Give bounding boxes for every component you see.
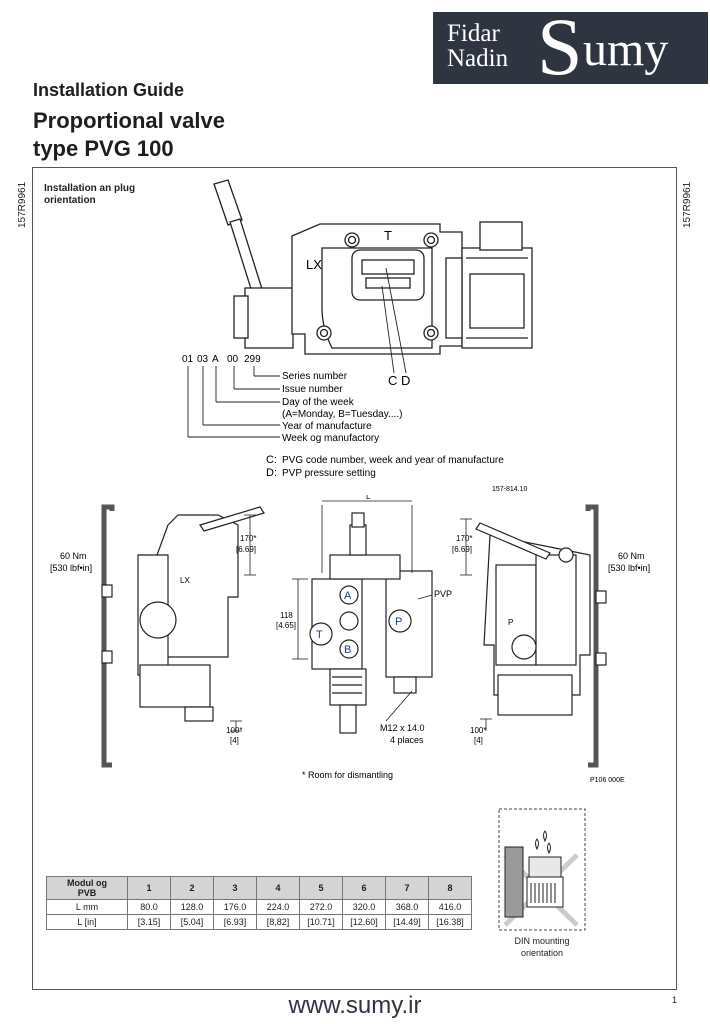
logo-rest: umy — [583, 23, 669, 76]
module-length-table: Modul og PVB 1 2 3 4 5 6 7 8 L mm 80.0 1… — [46, 876, 472, 930]
din-orientation-label: DIN mounting orientation — [514, 936, 570, 958]
legend-series-number: Series number — [282, 371, 348, 382]
content-frame — [32, 167, 677, 990]
page-number: 1 — [672, 995, 678, 1005]
port-p-label: P — [395, 616, 402, 628]
bolt-count-label: 4 places — [390, 735, 424, 745]
table-header-cell: 4 — [256, 876, 300, 900]
cd-d-key: D: — [266, 467, 277, 479]
left-torque-imperial: [530 lbf•in] — [50, 563, 92, 573]
page-title-line2: type PVG 100 — [33, 136, 174, 161]
left-dim-170-in: [6.69] — [236, 545, 256, 554]
left-torque-value: 60 Nm — [60, 551, 87, 561]
table-row: L [in] [3.15] [5.04] [6.93] [8,82] [10.7… — [46, 914, 472, 930]
table-header-cell: 5 — [299, 876, 343, 900]
table-cell: L [in] — [46, 914, 128, 930]
right-dim-170: 170* — [456, 534, 472, 543]
table-cell: L mm — [46, 899, 128, 915]
dim-l-label: L — [366, 495, 371, 501]
right-torque-imperial: [530 lbf•in] — [608, 563, 650, 573]
table-cell: 128.0 — [170, 899, 214, 915]
table-cell: 416.0 — [428, 899, 472, 915]
logo-big-letter: S — [537, 1, 583, 92]
logo-line2: Nadin — [447, 45, 509, 72]
table-cell: 368.0 — [385, 899, 429, 915]
table-cell: [8,82] — [256, 914, 300, 930]
table-cell: [16.38] — [428, 914, 472, 930]
footer-website-link[interactable]: www.sumy.ir — [288, 992, 422, 1019]
page-title-line1: Proportional valve — [33, 108, 225, 133]
right-dim-170-in: [6.69] — [452, 545, 472, 554]
logo-line1: Fidar — [447, 20, 500, 47]
side-code-left: 157R9961 — [17, 181, 28, 228]
dim-118-in: [4.65] — [276, 621, 296, 630]
legend-day-of-week: Day of the week — [282, 397, 355, 408]
cd-d-text: PVP pressure setting — [282, 468, 376, 479]
svg-text:157-814.10: 157-814.10 — [492, 486, 528, 493]
dim-118: 118 — [280, 611, 293, 620]
table-header-cell: 2 — [170, 876, 214, 900]
table-header-cell: 1 — [127, 876, 171, 900]
code-part-c: A — [212, 354, 219, 365]
guide-heading: Installation Guide — [33, 80, 185, 100]
table-cell: [12.60] — [342, 914, 386, 930]
legend-issue-number: Issue number — [282, 384, 343, 395]
table-header-cell: 8 — [428, 876, 472, 900]
table-cell: [10.71] — [299, 914, 343, 930]
table-cell: 176.0 — [213, 899, 257, 915]
left-dim-100: 100* — [226, 726, 242, 735]
code-part-b: 03 — [197, 354, 209, 365]
left-dim-100-in: [4] — [230, 736, 239, 745]
label-d: D — [401, 373, 410, 388]
table-cell: 320.0 — [342, 899, 386, 915]
side-code-right: 157R9961 — [682, 181, 693, 228]
diagram2-ref: P106 000E — [590, 777, 625, 784]
table-header-cell: Modul og PVB — [46, 876, 128, 900]
table-row: L mm 80.0 128.0 176.0 224.0 272.0 320.0 … — [46, 899, 472, 915]
right-dim-100-in: [4] — [474, 736, 483, 745]
left-view-lx-label: LX — [180, 576, 190, 585]
table-header-cell: 7 — [385, 876, 429, 900]
din-mounting-icon — [498, 808, 586, 931]
cd-c-key: C: — [266, 454, 277, 466]
table-header-row: Modul og PVB 1 2 3 4 5 6 7 8 — [46, 876, 472, 900]
table-cell: [14.49] — [385, 914, 429, 930]
port-t-label: T — [316, 629, 323, 641]
table-cell: [5.04] — [170, 914, 214, 930]
bolt-size-label: M12 x 14.0 — [380, 723, 425, 733]
port-t-label: T — [384, 228, 392, 243]
brand-logo: Fidar Nadin S umy — [433, 6, 708, 88]
label-c: C — [388, 373, 397, 388]
table-cell: [6.93] — [213, 914, 257, 930]
right-view-p-label: P — [508, 618, 513, 627]
valve-code-diagram: T LX C D 01 03 A 00 299 Series number Is… — [182, 179, 533, 479]
legend-day-note: (A=Monday, B=Tuesday....) — [282, 409, 402, 420]
right-torque-value: 60 Nm — [618, 551, 645, 561]
table-cell: [3.15] — [127, 914, 171, 930]
port-a-label: A — [344, 590, 352, 602]
plug-orientation-label: Installation an plug orientation — [44, 183, 136, 206]
legend-year: Year of manufacture — [282, 421, 372, 432]
legend-week: Week og manufactory — [282, 433, 379, 444]
diagram1-ref: 157-814.10 — [492, 486, 528, 493]
table-cell: 224.0 — [256, 899, 300, 915]
room-note: * Room for dismantling — [302, 770, 393, 780]
code-part-a: 01 — [182, 354, 194, 365]
left-dim-170: 170* — [240, 534, 256, 543]
table-header-cell: 6 — [342, 876, 386, 900]
table-cell: 272.0 — [299, 899, 343, 915]
right-dim-100: 100* — [470, 726, 486, 735]
code-part-e: 299 — [244, 354, 261, 365]
mounting-diagram: 60 Nm [530 lbf•in] 60 Nm [530 lbf•in] 17… — [50, 495, 650, 784]
pvp-label: PVP — [434, 589, 452, 599]
table-cell: 80.0 — [127, 899, 171, 915]
cd-c-text: PVG code number, week and year of manufa… — [282, 455, 504, 466]
port-b-label: B — [344, 644, 351, 656]
code-part-d: 00 — [227, 354, 239, 365]
table-header-cell: 3 — [213, 876, 257, 900]
lx-label: LX — [306, 257, 322, 272]
